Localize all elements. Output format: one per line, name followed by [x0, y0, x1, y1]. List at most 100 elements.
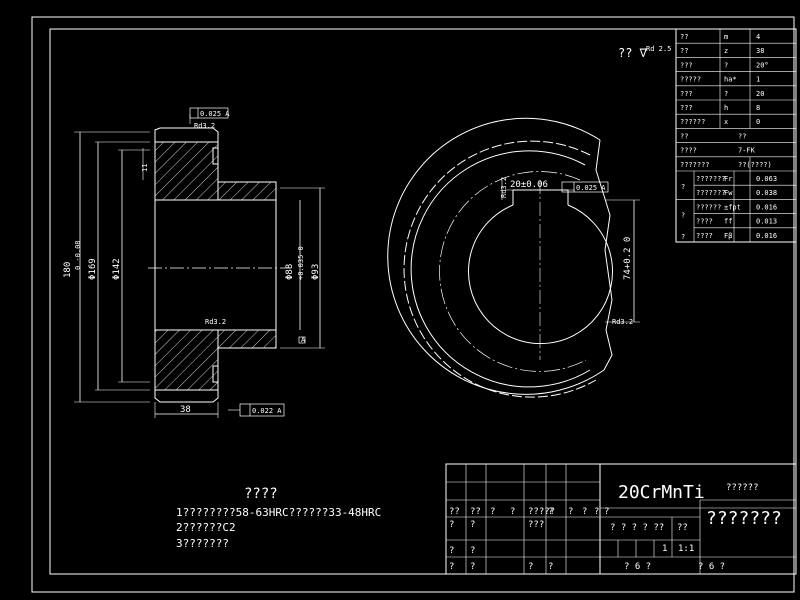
param-value: 0.038: [756, 189, 777, 197]
tb-r1-cell: ?: [604, 507, 609, 517]
technical-notes: ???? 1????????58-63HRC??????33-48HRC 2??…: [176, 486, 381, 550]
rough-mid: Rd3.2: [205, 318, 226, 326]
param-symbol: z: [724, 47, 728, 55]
param-group-label: ?: [681, 183, 685, 191]
param-name: ???: [680, 90, 693, 98]
param-symbol: ha*: [724, 76, 737, 84]
notes-title: ????: [244, 486, 278, 502]
param-value: 8: [756, 104, 760, 112]
datum-box-a: [298, 336, 306, 344]
roughness-symbol-sup: Rd 2.5: [646, 45, 671, 53]
param-symbol: m: [724, 33, 728, 41]
left-section-view: 180 0 -0.08 Φ169 Φ142 11 A Φ88 +0.035 0 …: [63, 107, 325, 418]
param-symbol: ?: [724, 61, 728, 69]
dim-38: 38: [180, 405, 191, 415]
param-name: ???: [680, 104, 693, 112]
param-symbol: ?: [724, 90, 728, 98]
dim-180: 180: [63, 262, 73, 278]
tb-r2-1: ?: [470, 520, 475, 530]
tb-r2-0: ?: [449, 520, 454, 530]
notes-line-3: 3???????: [176, 537, 229, 550]
hatch-hub-upper: [217, 181, 277, 201]
param-name: ????: [680, 147, 697, 155]
sheet-b: ? 6 ?: [698, 562, 725, 572]
tb-r4-3: ?: [548, 562, 553, 572]
param-name: ????: [696, 218, 713, 226]
param-name: ????: [696, 232, 713, 240]
param-value: 0.016: [756, 203, 777, 211]
param-symbol: x: [724, 118, 728, 126]
param-value: 1: [756, 76, 760, 84]
key-width: 20±0.06: [510, 180, 548, 190]
scale: 1:1: [678, 544, 694, 554]
param-value: 4: [756, 33, 760, 41]
param-group-label: ?: [681, 212, 685, 220]
tb-r1-cell: ?: [490, 507, 495, 517]
part-name: ???????: [706, 508, 782, 529]
param-name: ?????: [680, 76, 701, 84]
tb-r4-2: ?: [528, 562, 533, 572]
dim-phi169: Φ169: [88, 258, 98, 280]
outer-frame: [31, 16, 795, 593]
tb-r1-cell: ?: [594, 507, 599, 517]
material: 20CrMnTi: [618, 482, 705, 503]
key-tol: 0.025 A: [576, 184, 606, 192]
tb-r1-cell: ??: [449, 507, 460, 517]
param-symbol: ff: [724, 218, 732, 226]
tb-r2-2: ???: [528, 520, 544, 530]
tb-r4-0: ?: [449, 562, 454, 572]
param-name: ??: [680, 132, 688, 140]
tb-r1-cell: ?: [510, 507, 515, 517]
rough-top: Rd3.2: [194, 122, 215, 130]
param-value: 0: [756, 118, 760, 126]
param-symbol: h: [724, 104, 728, 112]
param-name: ??????: [696, 203, 721, 211]
param-name: ??????: [680, 118, 705, 126]
param-symbol: Fw: [724, 189, 733, 197]
param-name: ??: [680, 47, 688, 55]
param-value: 0.016: [756, 232, 777, 240]
param-value: 0.013: [756, 218, 777, 226]
param-value: 38: [756, 47, 764, 55]
param-value: ??(????): [738, 161, 772, 169]
dim-11: 11: [141, 164, 149, 172]
tol-bottom: 0.022 A: [252, 407, 282, 415]
param-name: ???????: [696, 189, 726, 197]
param-name: ???????: [696, 175, 726, 183]
param-value: 20: [756, 90, 764, 98]
title-block: 20CrMnTi ?????? ??????? ????????????????…: [445, 463, 797, 575]
tb-r1-cell: ?: [548, 507, 553, 517]
param-value: 7-FK: [738, 147, 756, 155]
param-name: ???????: [680, 161, 710, 169]
dim-phi88: Φ88: [285, 264, 295, 280]
param-name: ??: [680, 33, 688, 41]
param-name: ???: [680, 61, 693, 69]
param-value: 0.063: [756, 175, 777, 183]
tb-r3-0: ?: [449, 546, 454, 556]
key-depth: 74+0.2 0: [623, 237, 633, 280]
param-symbol: Fβ: [724, 232, 732, 240]
tb-r1-cell: ?????: [528, 507, 555, 517]
sheet-a: ? 6 ?: [624, 562, 651, 572]
qty: 1: [662, 544, 667, 554]
param-value: ??: [738, 132, 746, 140]
tol-top: 0.025 A: [200, 110, 230, 118]
tb-r1-cell: ?: [568, 507, 573, 517]
notes-line-1: 1????????58-63HRC??????33-48HRC: [176, 506, 381, 519]
dim-phi88-tol: +0.035 0: [297, 246, 305, 280]
hatch-upper: [154, 141, 219, 201]
datum-a: A: [301, 336, 306, 344]
rough-key: Rd3.2: [500, 177, 508, 198]
right-front-view: 20±0.06 0.025 A Rd3.2 74+0.2 0 Rd3.2: [387, 117, 640, 398]
weight: ??: [677, 523, 688, 533]
param-symbol: ±fpt: [724, 203, 741, 211]
hatch-hub-lower: [217, 329, 277, 349]
tb-r1-cell: ??: [470, 507, 481, 517]
rough-right: Rd3.2: [612, 318, 633, 326]
stage-label: ? ? ? ? ??: [610, 523, 664, 533]
dim-phi93: Φ93: [311, 264, 321, 280]
title-row-1: ????????????????: [449, 507, 609, 517]
roughness-symbol: ?? ∇: [618, 46, 648, 60]
